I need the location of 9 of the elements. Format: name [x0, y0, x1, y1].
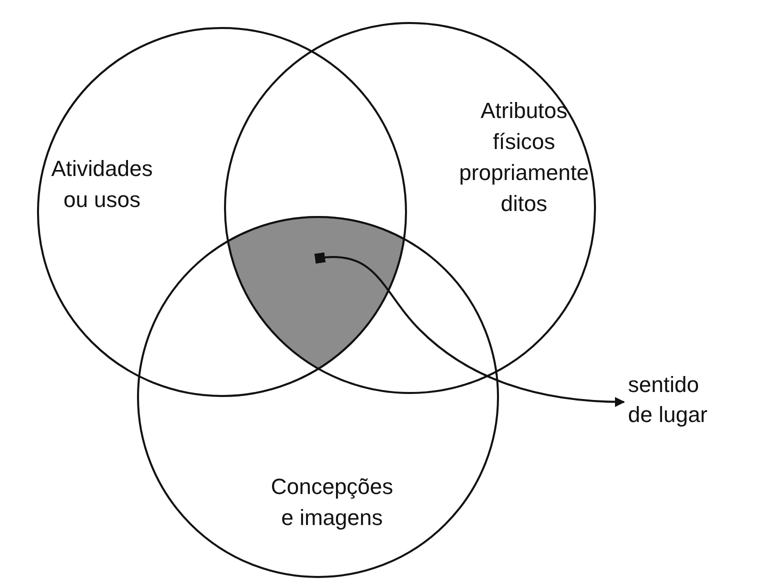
circle-label: Atividades ou usos — [50, 155, 154, 214]
circle-label: Concepções e imagens — [270, 473, 394, 532]
leader-arrow — [314, 252, 625, 407]
callout-text: sentido de lugar — [628, 370, 720, 430]
circle-label: Atributos físicos propriamente ditos — [458, 97, 590, 218]
venn-circle — [37, 27, 407, 397]
shaded-intersection — [227, 216, 405, 370]
venn-circle — [137, 216, 499, 578]
venn-circle — [224, 22, 596, 394]
